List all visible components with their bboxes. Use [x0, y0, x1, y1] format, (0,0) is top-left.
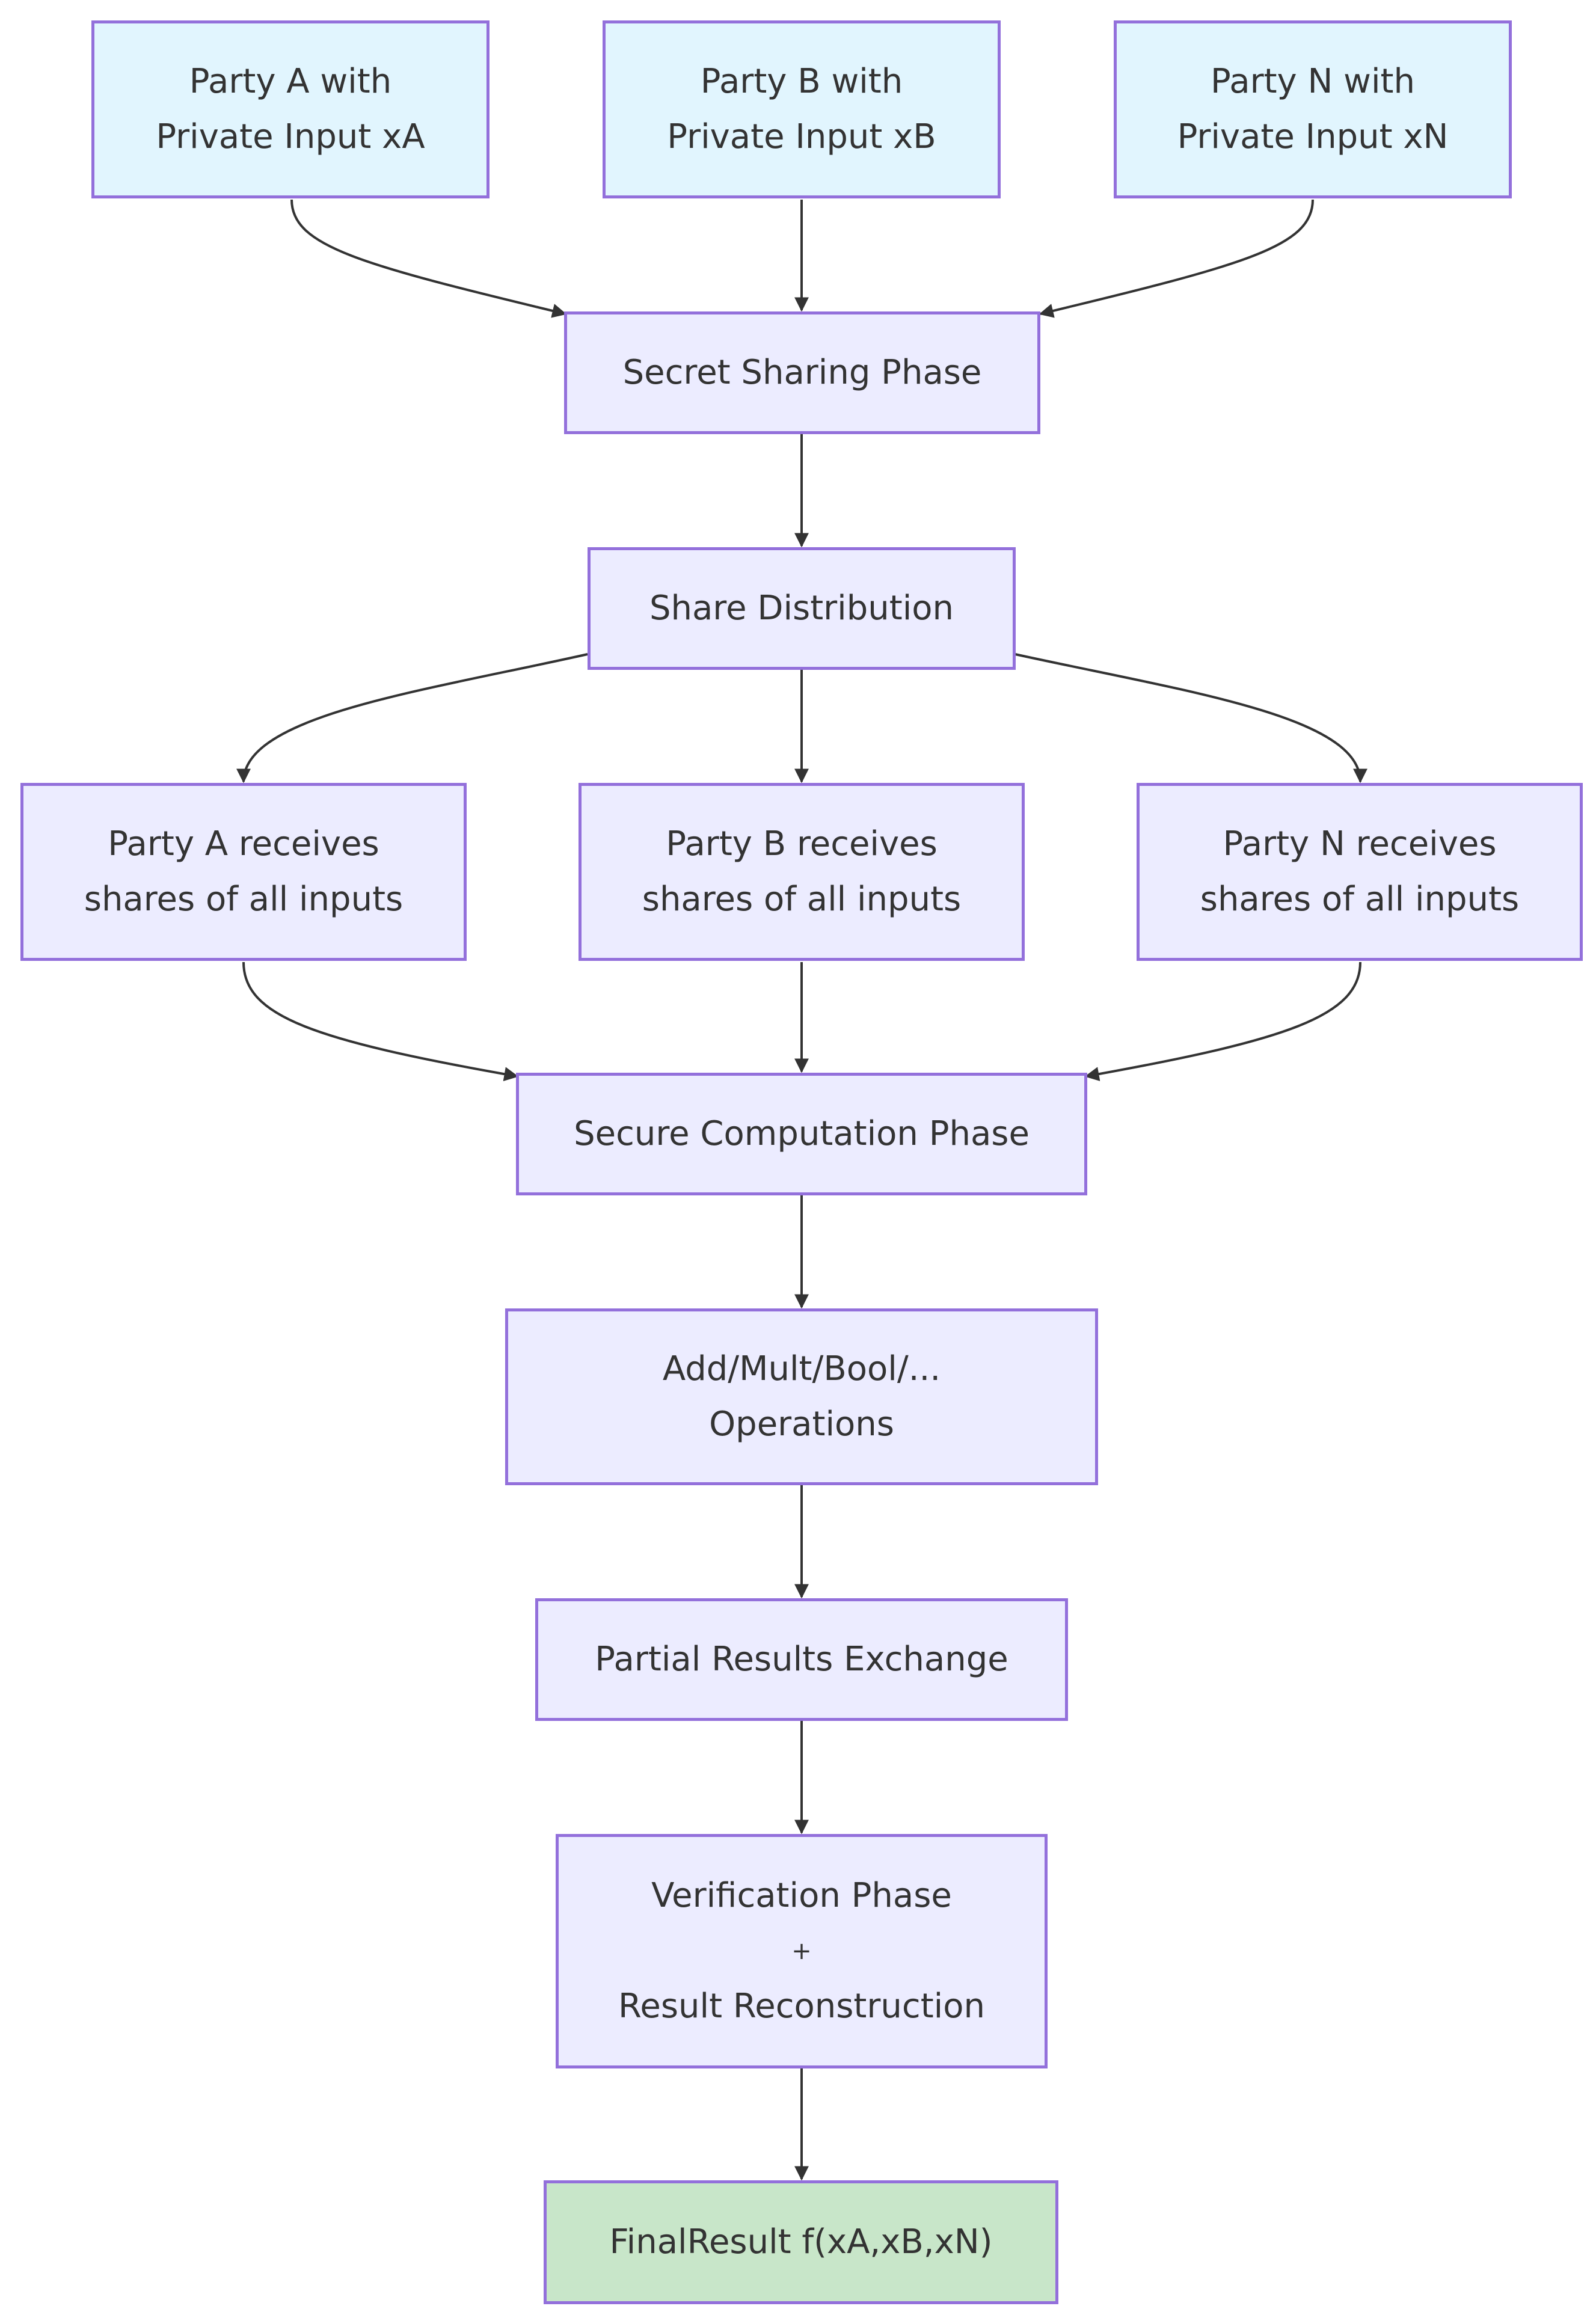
- edge-party-n-to-secret-sharing: [1039, 199, 1314, 318]
- node-secret-sharing-phase: Secret Sharing Phase: [564, 311, 1040, 434]
- node-operations: Add/Mult/Bool/... Operations: [505, 1308, 1098, 1485]
- node-final-result-label: FinalResult f(xA,xB,xN): [609, 2222, 993, 2261]
- node-party-a-receives: Party A receives shares of all inputs: [20, 783, 467, 961]
- node-party-a: Party A with Private Input xA: [91, 20, 490, 198]
- node-recv-a-line1: Party A receives: [108, 824, 379, 863]
- node-verification-line3: Result Reconstruction: [618, 1987, 985, 2026]
- node-operations-line1: Add/Mult/Bool/...: [662, 1349, 941, 1388]
- node-verification-plus: +: [791, 1937, 812, 1965]
- node-party-b-line2: Private Input xB: [667, 117, 936, 156]
- node-party-n: Party N with Private Input xN: [1114, 20, 1512, 198]
- edge-share-distribution-to-recv-n: [1014, 653, 1367, 783]
- node-verification-phase: Verification Phase + Result Reconstructi…: [556, 1834, 1048, 2068]
- edge-share-distribution-to-recv-a: [236, 653, 588, 783]
- node-recv-b-line2: shares of all inputs: [642, 880, 962, 919]
- edge-recv-n-to-secure-computation: [1084, 961, 1361, 1081]
- node-verification-line1: Verification Phase: [651, 1876, 952, 1915]
- node-partial-results-exchange: Partial Results Exchange: [535, 1598, 1068, 1721]
- node-share-distribution: Share Distribution: [588, 547, 1016, 670]
- edge-party-a-to-secret-sharing: [290, 199, 567, 318]
- node-secure-computation-phase: Secure Computation Phase: [516, 1073, 1087, 1195]
- edge-recv-a-to-secure-computation: [242, 961, 519, 1082]
- node-party-b: Party B with Private Input xB: [603, 20, 1001, 198]
- node-party-b-line1: Party B with: [700, 62, 903, 101]
- node-recv-b-line1: Party B receives: [666, 824, 938, 863]
- node-party-n-receives: Party N receives shares of all inputs: [1137, 783, 1583, 961]
- node-recv-n-line2: shares of all inputs: [1200, 880, 1520, 919]
- node-secret-sharing-label: Secret Sharing Phase: [622, 353, 982, 392]
- node-recv-a-line2: shares of all inputs: [84, 880, 404, 919]
- node-party-n-line1: Party N with: [1211, 62, 1415, 101]
- node-recv-n-line1: Party N receives: [1223, 824, 1497, 863]
- node-party-a-line2: Private Input xA: [156, 117, 425, 156]
- node-final-result: FinalResult f(xA,xB,xN): [544, 2180, 1058, 2304]
- node-party-b-receives: Party B receives shares of all inputs: [579, 783, 1025, 961]
- node-partial-results-label: Partial Results Exchange: [595, 1640, 1008, 1679]
- node-operations-line2: Operations: [709, 1405, 894, 1444]
- node-share-distribution-label: Share Distribution: [649, 589, 954, 628]
- node-secure-computation-label: Secure Computation Phase: [574, 1114, 1030, 1153]
- node-party-a-line1: Party A with: [189, 62, 392, 101]
- node-party-n-line2: Private Input xN: [1177, 117, 1449, 156]
